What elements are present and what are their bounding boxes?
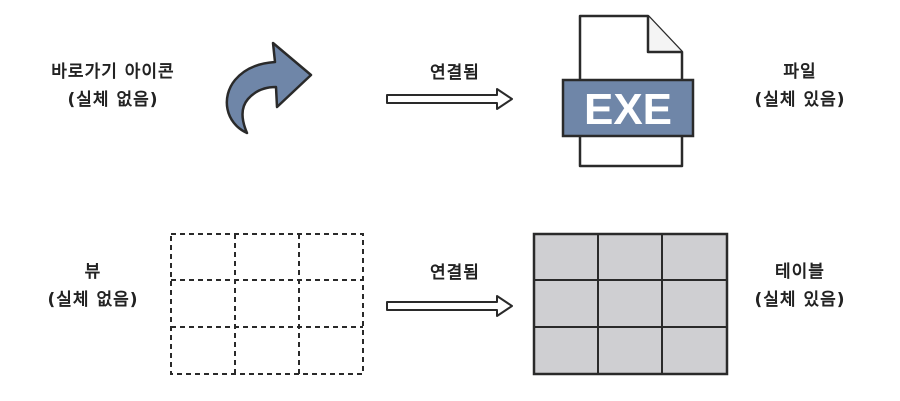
view-grid-dashed-icon xyxy=(170,233,364,375)
link-arrow xyxy=(386,88,513,110)
file-label-note: (실체 있음) xyxy=(754,90,846,110)
shortcut-label-title: 바로가기 아이콘 xyxy=(51,62,175,82)
table-grid-solid-icon xyxy=(532,232,729,376)
table-label-title: 테이블 xyxy=(775,262,825,282)
table-label-note: (실체 있음) xyxy=(754,290,846,310)
exe-file-text: EXE xyxy=(584,85,672,134)
view-label-note: (실체 없음) xyxy=(47,290,139,310)
exe-file-icon: EXE xyxy=(561,14,695,168)
table-label: 테이블 (실체 있음) xyxy=(735,258,865,314)
link-label: 연결됨 xyxy=(430,63,480,83)
shortcut-file-row: 바로가기 아이콘 (실체 없음) 연결됨 EXE 파일 (실체 있음) xyxy=(0,0,900,200)
shortcut-label-note: (실체 없음) xyxy=(67,90,159,110)
view-label-title: 뷰 xyxy=(84,262,102,282)
view-label: 뷰 (실체 없음) xyxy=(18,258,168,314)
file-label: 파일 (실체 있음) xyxy=(735,58,865,114)
link-arrow-2 xyxy=(386,295,513,317)
file-label-title: 파일 xyxy=(783,62,817,82)
shortcut-arrow-icon xyxy=(225,41,313,135)
link-label-2: 연결됨 xyxy=(430,263,480,283)
shortcut-label: 바로가기 아이콘 (실체 없음) xyxy=(18,58,208,114)
view-table-row: 뷰 (실체 없음) 연결됨 테이블 (실체 있음) xyxy=(0,200,900,400)
